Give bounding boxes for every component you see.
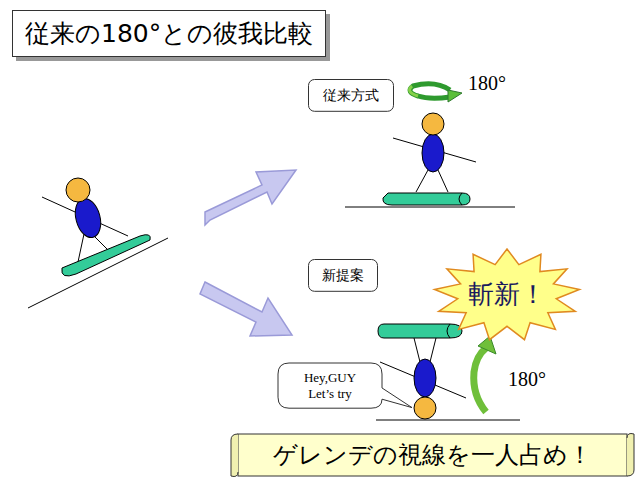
- skier-conventional: [383, 113, 476, 205]
- branch-arrow: [205, 170, 296, 225]
- method-box: 従来方式: [308, 79, 394, 112]
- angle-label: 180°: [508, 368, 546, 391]
- title-text: 従来の180°との彼我比較: [25, 19, 313, 48]
- ground-line: [376, 420, 520, 421]
- method-box: 新提案: [308, 259, 378, 292]
- rotation-arrow: [410, 84, 462, 102]
- ground-line: [345, 207, 515, 208]
- starburst-callout: 斬新！: [434, 249, 580, 341]
- flip-arrow: [474, 336, 496, 412]
- node-text: ゲレンデの視線を一人占め！: [273, 441, 592, 470]
- node-text: 従来方式: [323, 87, 379, 104]
- slope-line: [28, 238, 168, 308]
- node-text: Hey,GUY Let’s try: [299, 370, 361, 401]
- node-text: 斬新！: [468, 279, 546, 310]
- node-text: 新提案: [322, 267, 364, 284]
- speech-bubble: Hey,GUY Let’s try: [277, 362, 383, 409]
- skier-left: [42, 178, 150, 276]
- title-box: 従来の180°との彼我比較: [12, 10, 326, 57]
- skier-upside-down: [378, 324, 466, 419]
- scroll-banner: ゲレンデの視線を一人占め！: [230, 430, 635, 480]
- branch-arrow: [200, 282, 292, 336]
- angle-label: 180°: [468, 72, 506, 95]
